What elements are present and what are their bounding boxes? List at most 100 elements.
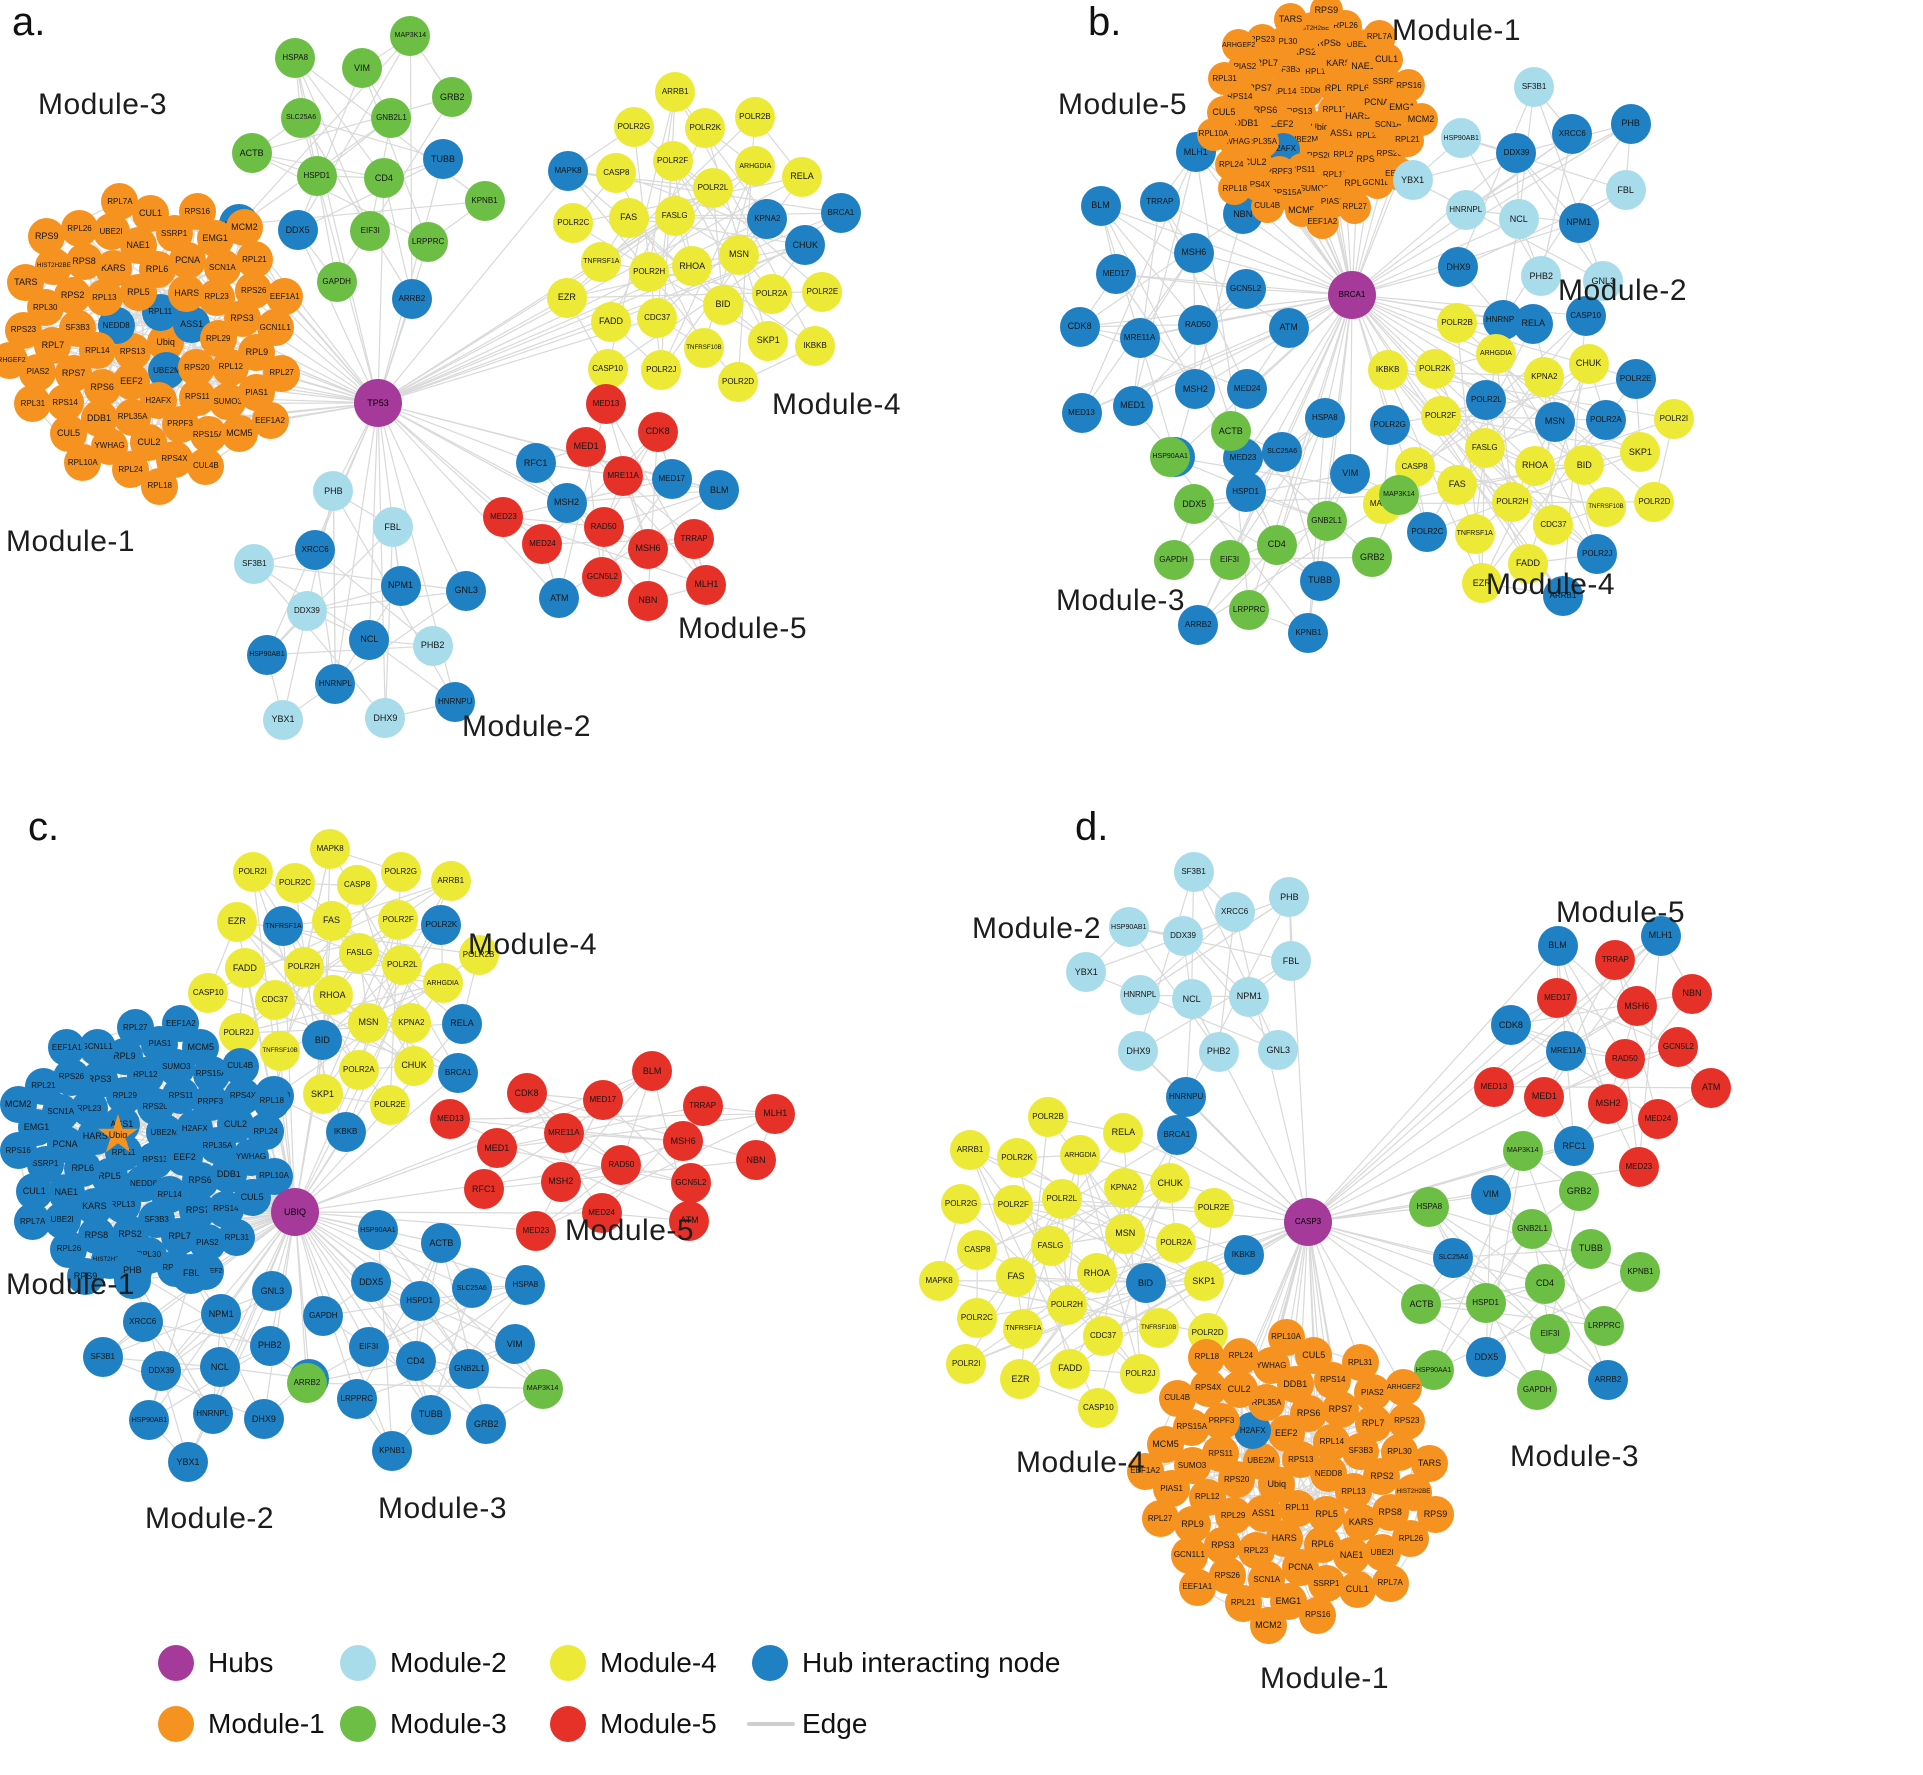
node-label: ARRB1 [437, 876, 465, 886]
node-label: MRE11A [1123, 332, 1156, 342]
node-label: MRE11A [607, 470, 639, 480]
node-label: BLM [1548, 940, 1567, 951]
node-label: EIF3I [1219, 555, 1240, 565]
node-polr2j: POLR2J [1120, 1353, 1161, 1394]
node-tubb: TUBB [1570, 1228, 1611, 1269]
node-label: HARS [1271, 1533, 1297, 1544]
legend-swatch-module-4 [550, 1645, 586, 1681]
node-label: GRB2 [474, 1418, 499, 1429]
edge [566, 215, 676, 299]
node-fas: FAS [311, 900, 352, 941]
node-label: GRB2 [440, 91, 465, 102]
edge [377, 297, 568, 404]
edge [370, 1281, 516, 1345]
node-label: HSPA8 [282, 53, 309, 63]
node-label: EEF2 [120, 375, 143, 386]
node-label: RPL6 [145, 263, 169, 274]
node-label: TNFRSF10B [262, 1047, 298, 1055]
node-label: UBE2I [99, 226, 123, 236]
edge [1176, 1134, 1309, 1223]
edge [294, 58, 371, 232]
edge [415, 1284, 526, 1362]
node-label: RPL13 [110, 1199, 136, 1209]
node-label: RPL9 [113, 1050, 136, 1061]
node-nbn: NBN [627, 580, 668, 621]
edge [1458, 189, 1626, 269]
edge [294, 1040, 324, 1213]
edge [1100, 205, 1196, 390]
node-label: SCN1A [208, 262, 236, 272]
node-label: NEDD8 [102, 320, 130, 330]
node-rpl27: RPL27 [1141, 1500, 1179, 1538]
node-kpna2: KPNA2 [1103, 1167, 1144, 1208]
node-label: LRPPRC [411, 237, 445, 247]
node-label: CASP8 [964, 1245, 991, 1255]
node-label: FASLG [346, 948, 373, 958]
node-label: SUMO3 [162, 1062, 191, 1072]
node-label: POLR2K [1001, 1153, 1033, 1163]
edge [656, 218, 768, 319]
edge [1307, 1024, 1512, 1223]
edge [1138, 960, 1292, 1052]
node-label: UBE2M [153, 365, 181, 375]
edge [334, 402, 379, 685]
module-label-b-module-4: Module-4 [1486, 568, 1616, 601]
node-label: POLR2C [1411, 526, 1444, 536]
node-rpl24: RPL24 [1222, 1337, 1260, 1375]
node-vim: VIM [1470, 1174, 1511, 1215]
edge [1351, 294, 1487, 401]
node-label: UBE2I [50, 1215, 74, 1225]
node-label: POLR2E [806, 286, 839, 296]
node-rpl27: RPL27 [116, 1009, 154, 1047]
node-label: TNFRSF1A [583, 258, 620, 266]
node-vim: VIM [342, 48, 383, 89]
node-label: TUBB [418, 1409, 443, 1420]
hub-brca1: BRCA1 [1328, 271, 1376, 319]
node-label: KARS [82, 1201, 107, 1212]
node-label: RPS20 [184, 362, 210, 372]
node-label: XRCC6 [301, 544, 329, 554]
node-rpl27: RPL27 [1338, 190, 1372, 224]
node-label: EEF2 [1275, 1427, 1298, 1438]
node-label: GNB2L1 [1517, 1223, 1548, 1233]
edge [294, 1211, 308, 1384]
edge [1079, 326, 1248, 390]
node-npm1: NPM1 [380, 565, 421, 606]
node-label: RPL9 [245, 346, 269, 357]
node-rad50: RAD50 [1604, 1038, 1645, 1079]
edge [377, 176, 803, 404]
node-label: TRRAP [688, 1101, 717, 1111]
node-med23: MED23 [1618, 1146, 1659, 1187]
node-arrb2: ARRB2 [391, 278, 432, 319]
node-label: SF3B1 [242, 558, 267, 568]
node-label: KPNA2 [754, 213, 781, 223]
node-label: MED24 [529, 539, 556, 549]
module-label-d-module-5: Module-5 [1556, 896, 1686, 929]
node-label: CD4 [406, 1355, 425, 1366]
node-hsp90aa1: HSP90AA1 [1150, 436, 1191, 477]
node-label: DDX39 [148, 1366, 175, 1376]
node-polr2k: POLR2K [421, 904, 462, 945]
node-label: GAPDH [309, 1311, 338, 1320]
edge [440, 1243, 487, 1425]
module-label-d-module-3: Module-3 [1510, 1440, 1640, 1473]
node-hsp90ab1: HSP90AB1 [246, 634, 287, 675]
node-label: CDC37 [261, 994, 288, 1004]
node-rps23: RPS23 [1388, 1402, 1426, 1440]
node-map3k14: MAP3K14 [522, 1368, 563, 1409]
node-label: MLH1 [763, 1108, 788, 1119]
node-label: TNFRSF1A [1456, 530, 1493, 538]
node-label: POLR2G [1373, 419, 1406, 429]
node-label: SUMO3 [1177, 1460, 1207, 1470]
node-label: ASS1 [180, 319, 204, 330]
module-label-a-module-5: Module-5 [678, 612, 808, 645]
node-label: YBX1 [1401, 174, 1425, 185]
node-label: EEF1A1 [51, 1042, 82, 1052]
node-mapk8: MAPK8 [919, 1260, 960, 1301]
node-label: VIM [1342, 468, 1359, 479]
edge [1485, 1194, 1492, 1358]
node-slc25a6: SLC25A6 [1433, 1237, 1474, 1278]
node-label: MED23 [522, 1225, 550, 1235]
node-label: RFC1 [471, 1183, 496, 1194]
node-tnfrsf10b: TNFRSF10B [683, 327, 724, 368]
